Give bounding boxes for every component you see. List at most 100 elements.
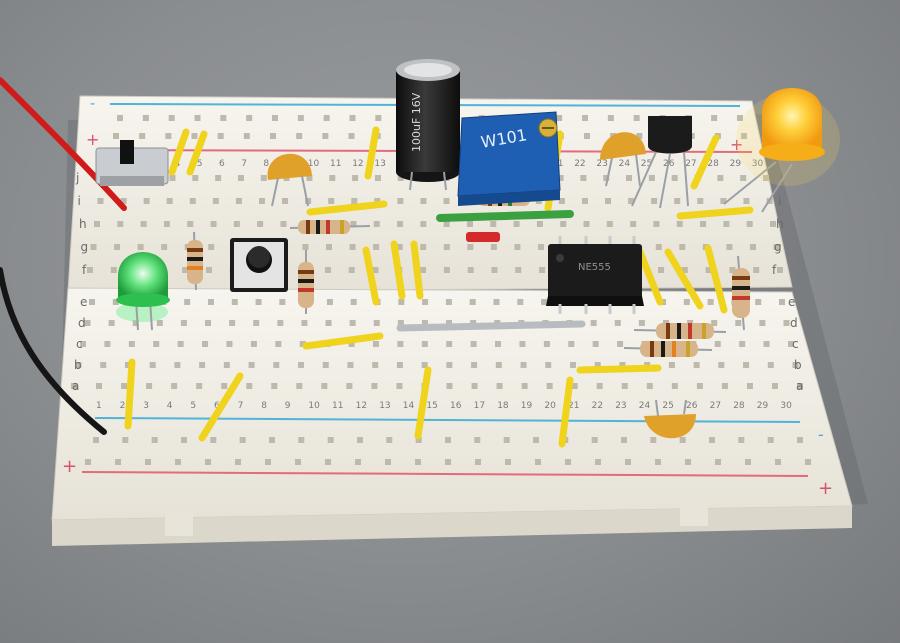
breadboard-hole[interactable]	[753, 267, 760, 273]
breadboard-hole[interactable]	[496, 383, 503, 389]
jumper-wire[interactable]	[168, 128, 190, 176]
breadboard-hole[interactable]	[638, 320, 645, 326]
breadboard-hole[interactable]	[759, 320, 766, 326]
breadboard-hole[interactable]	[445, 437, 451, 443]
breadboard-hole[interactable]	[298, 437, 305, 443]
breadboard-hole[interactable]	[565, 459, 571, 465]
breadboard-hole[interactable]	[239, 437, 246, 443]
red-power-wire[interactable]	[0, 77, 127, 211]
jumper-wire[interactable]	[704, 244, 728, 314]
breadboard-hole[interactable]	[328, 198, 335, 204]
breadboard-hole[interactable]	[346, 383, 353, 389]
breadboard-hole[interactable]	[184, 299, 191, 305]
breadboard-hole[interactable]	[104, 341, 111, 347]
black-ground-wire[interactable]	[0, 267, 107, 435]
breadboard-hole[interactable]	[443, 221, 450, 227]
breadboard-hole[interactable]	[298, 362, 305, 368]
breadboard-hole[interactable]	[398, 299, 405, 305]
breadboard-hole[interactable]	[685, 459, 691, 465]
jumper-wire[interactable]	[676, 206, 754, 220]
jumper-wire[interactable]	[664, 248, 704, 310]
breadboard-hole[interactable]	[210, 221, 217, 227]
breadboard-hole[interactable]	[169, 175, 176, 181]
breadboard-hole[interactable]	[229, 320, 236, 326]
breadboard-hole[interactable]	[775, 459, 781, 465]
breadboard-hole[interactable]	[415, 437, 422, 443]
breadboard-hole[interactable]	[715, 459, 721, 465]
breadboard-hole[interactable]	[655, 244, 662, 250]
breadboard-hole[interactable]	[592, 341, 599, 347]
breadboard-hole[interactable]	[325, 320, 332, 326]
breadboard-hole[interactable]	[296, 133, 303, 139]
green-led[interactable]	[116, 252, 170, 331]
breadboard-hole[interactable]	[763, 341, 770, 347]
breadboard-hole[interactable]	[168, 115, 175, 121]
breadboard-hole[interactable]	[243, 133, 250, 139]
breadboard-hole[interactable]	[297, 115, 304, 121]
breadboard-hole[interactable]	[614, 320, 621, 326]
breadboard-hole[interactable]	[187, 221, 194, 227]
breadboard-hole[interactable]	[226, 341, 233, 347]
breadboard-hole[interactable]	[301, 320, 308, 326]
jumper-wire[interactable]	[198, 372, 244, 442]
breadboard-hole[interactable]	[628, 198, 635, 204]
breadboard-hole[interactable]	[797, 437, 803, 443]
breadboard-hole[interactable]	[199, 362, 206, 368]
breadboard-hole[interactable]	[493, 299, 500, 305]
breadboard-hole[interactable]	[711, 115, 718, 121]
breadboard-hole[interactable]	[568, 341, 575, 347]
breadboard-hole[interactable]	[349, 320, 356, 326]
jumper-wire[interactable]	[576, 364, 662, 374]
breadboard-hole[interactable]	[729, 267, 736, 273]
breadboard-hole[interactable]	[75, 362, 82, 368]
breadboard-hole[interactable]	[505, 459, 511, 465]
breadboard-hole[interactable]	[467, 267, 474, 273]
breadboard-hole[interactable]	[655, 459, 661, 465]
breadboard-hole[interactable]	[122, 437, 129, 443]
breadboard-hole[interactable]	[397, 320, 404, 326]
breadboard-hole[interactable]	[117, 221, 124, 227]
breadboard-hole[interactable]	[495, 362, 502, 368]
jumper-wire[interactable]	[364, 126, 380, 180]
breadboard-hole[interactable]	[746, 221, 753, 227]
breadboard-hole[interactable]	[591, 437, 598, 443]
breadboard-hole[interactable]	[767, 437, 774, 443]
resistor[interactable]	[187, 231, 203, 291]
ic-chip[interactable]: NE555	[546, 236, 644, 314]
breadboard-hole[interactable]	[205, 459, 211, 465]
breadboard-hole[interactable]	[743, 362, 750, 368]
breadboard-hole[interactable]	[348, 267, 355, 273]
breadboard-hole[interactable]	[558, 198, 565, 204]
breadboard-hole[interactable]	[671, 175, 678, 181]
jumper-wire[interactable]	[636, 248, 664, 306]
breadboard-hole[interactable]	[788, 341, 794, 347]
breadboard-hole[interactable]	[112, 299, 119, 305]
breadboard-hole[interactable]	[545, 362, 552, 368]
jumper-wire[interactable]	[302, 332, 384, 350]
breadboard-hole[interactable]	[233, 221, 240, 227]
breadboard-hole[interactable]	[619, 362, 626, 368]
breadboard-hole[interactable]	[738, 437, 745, 443]
breadboard-hole[interactable]	[296, 383, 303, 389]
yellow-led[interactable]	[723, 88, 840, 213]
breadboard-hole[interactable]	[743, 198, 750, 204]
breadboard-hole[interactable]	[351, 198, 358, 204]
breadboard-hole[interactable]	[446, 383, 453, 389]
breadboard-hole[interactable]	[792, 362, 799, 368]
slide-switch[interactable]	[95, 140, 169, 186]
breadboard-hole[interactable]	[595, 459, 601, 465]
breadboard-hole[interactable]	[770, 221, 776, 227]
breadboard-hole[interactable]	[541, 299, 548, 305]
breadboard-hole[interactable]	[517, 299, 524, 305]
breadboard-hole[interactable]	[121, 383, 128, 389]
breadboard-hole[interactable]	[143, 198, 150, 204]
jumper-wire[interactable]	[410, 240, 424, 300]
breadboard-hole[interactable]	[557, 175, 564, 181]
breadboard-hole[interactable]	[295, 459, 301, 465]
breadboard-hole[interactable]	[590, 320, 597, 326]
breadboard-hole[interactable]	[273, 362, 280, 368]
breadboard-hole[interactable]	[491, 267, 498, 273]
breadboard-hole[interactable]	[279, 299, 286, 305]
breadboard-hole[interactable]	[139, 133, 146, 139]
breadboard-hole[interactable]	[348, 133, 355, 139]
